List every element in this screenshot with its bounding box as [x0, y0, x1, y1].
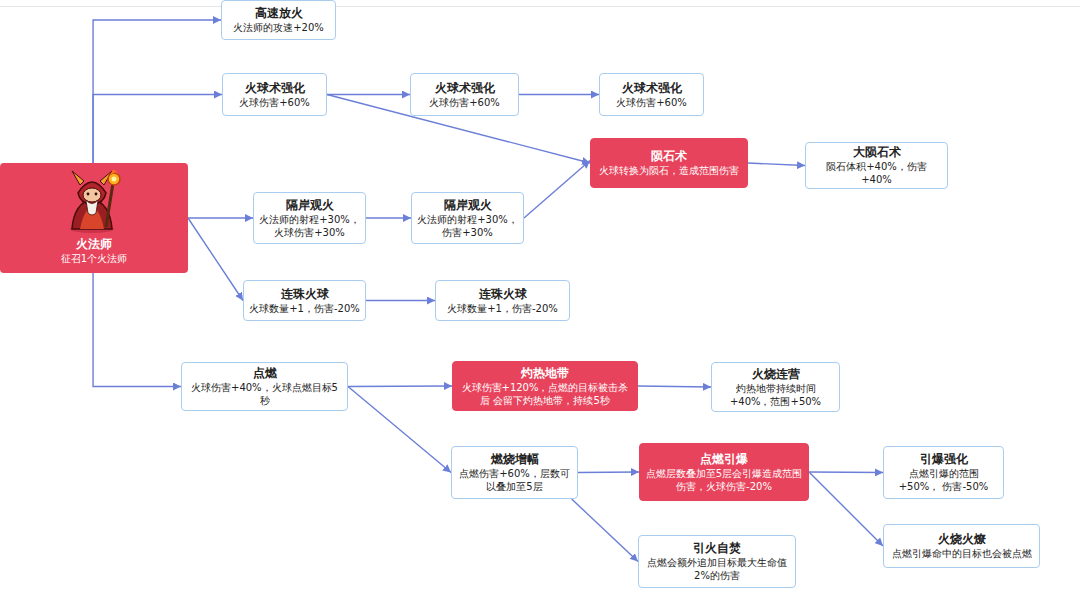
skill-box: 火球术强化火球伤害+60%	[222, 73, 327, 116]
skill-title: 燃烧增幅	[491, 452, 539, 467]
skill-title: 点燃	[253, 366, 277, 381]
skill-box: 隔岸观火火法师的射程+30%， 伤害+30%	[411, 192, 524, 244]
skill-title: 火烧连营	[752, 367, 800, 382]
skill-box: 火球术强化火球伤害+60%	[599, 73, 704, 116]
key-skill-box: 点燃引爆点燃层数叠加至5层会引爆造成范围 伤害，火球伤害-20%	[639, 443, 809, 501]
skill-description: 点燃伤害+60%，层数可 以叠加至5层	[457, 467, 572, 493]
skill-description: 点燃引爆命中的目标也会被点燃	[892, 547, 1032, 560]
skill-box: 火烧火燎点燃引爆命中的目标也会被点燃	[883, 524, 1040, 568]
skill-box: 隔岸观火火法师的射程+30%， 火球伤害+30%	[253, 192, 366, 244]
skill-box: 火烧连营灼热地带持续时间 +40%，范围+50%	[711, 362, 840, 412]
skill-box: 引爆强化点燃引爆的范围+50%， 伤害-50%	[883, 446, 1004, 499]
skill-description: 火法师的射程+30%， 伤害+30%	[417, 213, 518, 239]
connector-arrow	[327, 94, 410, 95]
connector-arrow	[366, 300, 435, 301]
skill-title: 点燃引爆	[700, 452, 748, 467]
skill-description: 火法师的射程+30%， 火球伤害+30%	[259, 213, 360, 239]
connector-arrow	[638, 386, 711, 387]
skill-title: 火法师	[76, 237, 112, 252]
skill-title: 灼热地带	[521, 366, 569, 381]
skill-description: 点燃层数叠加至5层会引爆造成范围 伤害，火球伤害-20%	[645, 467, 803, 493]
skill-box: 火球术强化火球伤害+60%	[410, 73, 519, 116]
connector-arrow	[366, 217, 411, 218]
skill-description: 火球伤害+60%	[239, 96, 310, 109]
skill-box: 高速放火火法师的攻速+20%	[221, 0, 336, 40]
skill-title: 引爆强化	[920, 452, 968, 467]
skill-description: 征召1个火法师	[61, 252, 127, 265]
connector-arrow	[578, 471, 639, 473]
skill-description: 火球转换为陨石，造成范围伤害	[599, 164, 739, 177]
connector-arrow	[748, 163, 805, 166]
connector-arrow	[348, 387, 451, 473]
skill-description: 火球伤害+60%	[429, 96, 500, 109]
skill-title: 大陨石术	[853, 145, 901, 160]
connector-arrow	[93, 273, 181, 387]
skill-box: 连珠火球火球数量+1，伤害-20%	[435, 280, 570, 321]
connector-arrow	[188, 217, 253, 218]
connector-arrow	[809, 472, 883, 546]
skill-title: 火球术强化	[622, 81, 682, 96]
skill-description: 火球伤害+120%，点燃的目标被击杀后 会留下灼热地带，持续5秒	[458, 381, 632, 407]
skill-title: 火烧火燎	[938, 532, 986, 547]
skill-description: 点燃引爆的范围+50%， 伤害-50%	[889, 467, 998, 493]
skill-title: 连珠火球	[281, 287, 329, 302]
skill-description: 火球数量+1，伤害-20%	[249, 302, 360, 315]
connector-arrow	[188, 218, 243, 301]
connector-arrow	[327, 95, 590, 164]
skill-box: 连珠火球火球数量+1，伤害-20%	[243, 280, 366, 321]
key-skill-box: 陨石术火球转换为陨石，造成范围伤害	[590, 138, 748, 188]
hero-box: 火法师征召1个火法师	[0, 163, 188, 273]
connector-arrow	[519, 94, 599, 95]
skill-title: 火球术强化	[435, 81, 495, 96]
skill-title: 引火自焚	[693, 541, 741, 556]
skill-description: 灼热地带持续时间 +40%，范围+50%	[717, 382, 834, 408]
skill-title: 火球术强化	[245, 81, 305, 96]
skill-title: 隔岸观火	[444, 198, 492, 213]
connector-arrow	[524, 161, 590, 219]
skill-description: 火球伤害+60%	[616, 96, 687, 109]
skill-box: 大陨石术陨石体积+40%，伤害+40%	[805, 142, 948, 189]
skill-description: 火球伤害+40%，火球点燃目标5秒	[187, 381, 342, 407]
skill-description: 火球数量+1，伤害-20%	[447, 302, 558, 315]
skill-description: 火法师的攻速+20%	[233, 21, 324, 34]
skill-title: 隔岸观火	[286, 198, 334, 213]
skill-title: 陨石术	[651, 149, 687, 164]
skill-box: 引火自焚点燃会额外追加目标最大生命值 2%的伤害	[638, 535, 796, 588]
connector-arrow	[572, 499, 638, 562]
skill-title: 高速放火	[255, 6, 303, 21]
skill-description: 点燃会额外追加目标最大生命值 2%的伤害	[644, 556, 790, 582]
skill-description: 陨石体积+40%，伤害+40%	[811, 160, 942, 186]
skill-box: 燃烧增幅点燃伤害+60%，层数可 以叠加至5层	[451, 446, 578, 499]
skill-title: 连珠火球	[479, 287, 527, 302]
key-skill-box: 灼热地带火球伤害+120%，点燃的目标被击杀后 会留下灼热地带，持续5秒	[452, 361, 638, 411]
connector-arrow	[93, 95, 222, 164]
skill-box: 点燃火球伤害+40%，火球点燃目标5秒	[181, 362, 348, 411]
connector-arrow	[93, 20, 221, 163]
connector-arrow	[348, 385, 452, 387]
connector-arrow	[809, 471, 883, 473]
